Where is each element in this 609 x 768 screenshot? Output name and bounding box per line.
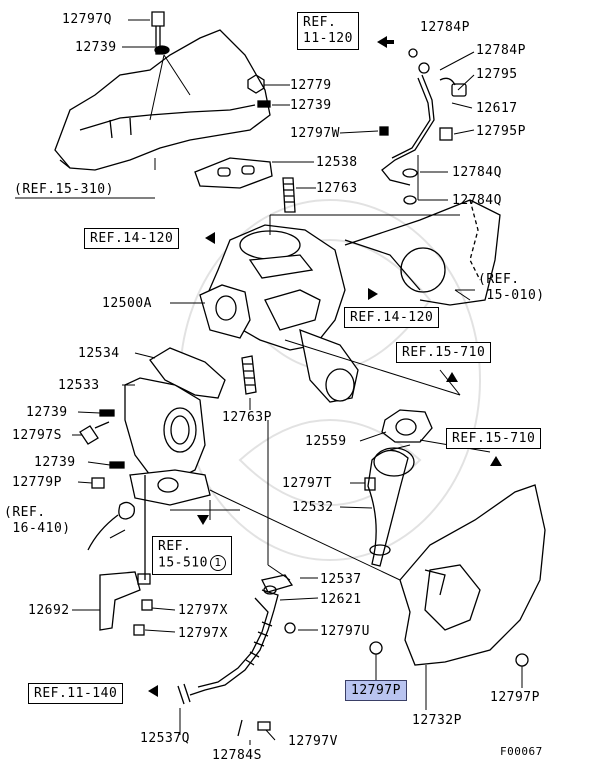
ref-box-15-710[interactable]: REF.15-710 xyxy=(446,428,542,449)
part-label-12795P[interactable]: 12795P xyxy=(476,124,526,139)
gasket-12538 xyxy=(194,157,273,189)
ref-box-15-510-number: 15-510 xyxy=(158,555,208,571)
part-label-12739[interactable]: 12739 xyxy=(26,405,68,420)
turbocharger-12500A xyxy=(199,224,359,403)
part-label-12784P[interactable]: 12784P xyxy=(420,20,470,35)
water-pipe-12621 xyxy=(189,589,279,696)
part-label-12500A[interactable]: 12500A xyxy=(102,296,152,311)
part-label-12537Q[interactable]: 12537Q xyxy=(140,731,190,746)
part-label-12784Q[interactable]: 12784Q xyxy=(452,193,502,208)
ref-label-15-310[interactable]: (REF.15-310) xyxy=(14,182,114,197)
part-label-12533[interactable]: 12533 xyxy=(58,378,100,393)
reference-arrows xyxy=(148,36,502,697)
part-label-12784S[interactable]: 12784S xyxy=(212,748,262,763)
part-label-12559[interactable]: 12559 xyxy=(305,434,347,449)
ref-box-14-120[interactable]: REF.14-120 xyxy=(84,228,180,249)
part-label-12797U[interactable]: 12797U xyxy=(320,624,370,639)
part-label-12538[interactable]: 12538 xyxy=(316,155,358,170)
part-label-12797P-selected[interactable]: 12797P xyxy=(345,680,407,701)
part-label-12763P[interactable]: 12763P xyxy=(222,410,272,425)
oxygen-sensor xyxy=(118,501,135,520)
oil-seal-ring xyxy=(400,247,446,293)
part-label-12739[interactable]: 12739 xyxy=(34,455,76,470)
pipe-12532 xyxy=(367,449,409,567)
gasket-12534 xyxy=(149,347,226,399)
ref-box-11-120[interactable]: REF. 11-120 xyxy=(297,12,359,50)
part-label-12797Q[interactable]: 12797Q xyxy=(62,12,112,27)
gasket-12559 xyxy=(381,409,433,443)
part-label-12692[interactable]: 12692 xyxy=(28,603,70,618)
part-label-12797W[interactable]: 12797W xyxy=(290,126,340,141)
engine-block-outline xyxy=(344,199,501,306)
ref-box-14-120[interactable]: REF.14-120 xyxy=(344,307,440,328)
part-label-12797X[interactable]: 12797X xyxy=(178,626,228,641)
heat-shield-top xyxy=(54,29,271,171)
part-label-12739[interactable]: 12739 xyxy=(75,40,117,55)
diagram-id: F00067 xyxy=(500,745,543,758)
ref-circle-number: 1 xyxy=(209,555,226,571)
part-label-12797S[interactable]: 12797S xyxy=(12,428,62,443)
part-label-12779P[interactable]: 12779P xyxy=(12,475,62,490)
part-label-12739[interactable]: 12739 xyxy=(290,98,332,113)
part-label-12617[interactable]: 12617 xyxy=(476,101,518,116)
part-label-12537[interactable]: 12537 xyxy=(320,572,362,587)
part-label-12795[interactable]: 12795 xyxy=(476,67,518,82)
bolt-12797Q xyxy=(151,11,165,55)
part-label-12534[interactable]: 12534 xyxy=(78,346,120,361)
part-label-12797V[interactable]: 12797V xyxy=(288,734,338,749)
part-label-12797X[interactable]: 12797X xyxy=(178,603,228,618)
part-label-12763[interactable]: 12763 xyxy=(316,181,358,196)
part-label-12621[interactable]: 12621 xyxy=(320,592,362,607)
part-label-12532[interactable]: 12532 xyxy=(292,500,334,515)
leader-lines xyxy=(15,19,523,745)
heat-shield-12732P xyxy=(399,484,546,666)
ref-label-16-410[interactable]: (REF. 16-410) xyxy=(4,505,71,536)
ref-label-15-010[interactable]: (REF. 15-010) xyxy=(478,272,545,303)
part-label-12797T[interactable]: 12797T xyxy=(282,476,332,491)
part-label-12732P[interactable]: 12732P xyxy=(412,713,462,728)
part-label-12784Q[interactable]: 12784Q xyxy=(452,165,502,180)
bracket-12692 xyxy=(99,571,141,631)
outlet-elbow-12533 xyxy=(124,377,211,506)
part-label-12784P[interactable]: 12784P xyxy=(476,43,526,58)
ref-box-15-510-title: REF. xyxy=(158,539,192,554)
ref-box-15-710[interactable]: REF.15-710 xyxy=(396,342,492,363)
ref-box-11-140[interactable]: REF.11-140 xyxy=(28,683,124,704)
part-label-12797P[interactable]: 12797P xyxy=(490,690,540,705)
oil-pipe-12617 xyxy=(381,74,435,186)
part-label-12779[interactable]: 12779 xyxy=(290,78,332,93)
